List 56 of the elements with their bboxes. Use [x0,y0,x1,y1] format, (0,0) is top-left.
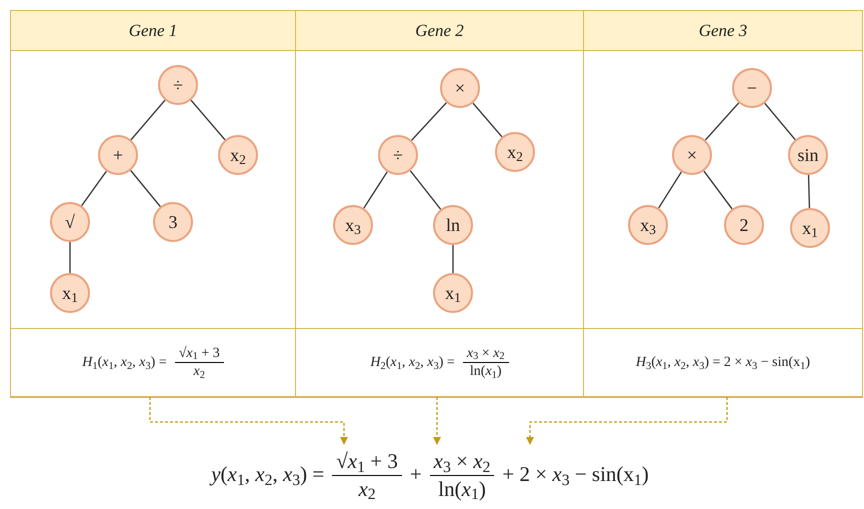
fraction-denominator: x$_{2}$ [357,476,377,502]
formula-text: y(x$_{1}$, x$_{2}$, x$_{3}$) = [211,461,324,491]
node-symbol: sin [797,144,818,166]
tree-branch [704,102,740,141]
node-symbol: − [746,76,758,100]
node-symbol: x$_{3}$ [640,214,656,238]
node-symbol: x$_{1}$ [445,282,461,306]
dashed-arrow [526,397,728,445]
tree-branch [764,102,796,140]
tree-branch [130,170,161,207]
fraction-numerator: √x$_{1}$ + 3 [174,344,224,363]
column-header: Gene 2 [415,20,464,42]
node-symbol: x$_{2}$ [507,140,523,166]
tree-branch [808,174,810,208]
fraction-numerator: x$_{3}$ × x$_{2}$ [462,344,509,363]
formula-cell [583,328,863,397]
node-symbol: x$_{2}$ [230,144,246,168]
node-symbol: x$_{1}$ [802,216,818,242]
fraction-denominator: x$_{2}$ [192,363,206,380]
fraction-denominator: ln(x$_{1}$) [468,363,503,380]
tree-branch [130,100,166,140]
formula-cell [295,328,584,397]
node-symbol: × [686,144,698,166]
formula-cell [10,328,296,397]
tree-branch [81,170,107,206]
formula-text: + [410,461,422,488]
node-symbol: + [112,144,124,166]
formula-text: H$_{1}$(x$_{1}$, x$_{2}$, x$_{3}$) = [82,354,167,373]
tree-branch [658,172,682,208]
formula-text: H$_{3}$(x$_{1}$, x$_{2}$, x$_{3}$) = 2 × x$_{3}$ − sin(x$_{1}$) [636,354,810,373]
dashed-arrow [433,397,441,445]
node-symbol: × [454,76,466,100]
column-header: Gene 1 [128,20,178,42]
node-symbol: √ [65,210,75,234]
node-symbol: x$_{3}$ [345,214,361,238]
node-symbol: ÷ [173,74,183,96]
column-header: Gene 3 [698,20,748,42]
fraction-numerator: √x$_{1}$ + 3 [332,448,402,476]
fraction-denominator: ln(x$_{1}$) [437,476,487,502]
dashed-arrow [149,397,348,445]
node-symbol: ln [446,214,460,236]
tree-branch [410,170,442,210]
tree-branch [190,100,226,140]
formula-text: + 2 × x$_{3}$ − sin(x$_{1}$) [502,461,649,491]
fraction-numerator: x$_{3}$ × x$_{2}$ [430,448,494,476]
tree-branch [703,170,733,210]
tree-branch [363,171,388,209]
node-symbol: ÷ [393,144,403,166]
node-symbol: x$_{1}$ [62,282,78,306]
formula-text: H$_{2}$(x$_{1}$, x$_{2}$, x$_{3}$) = [370,354,455,373]
tree-branch [411,102,447,141]
node-symbol: 2 [740,214,748,236]
tree-branch [69,242,71,273]
node-symbol: 3 [168,210,178,234]
tree-branch [452,245,454,273]
tree-branch [472,102,502,138]
